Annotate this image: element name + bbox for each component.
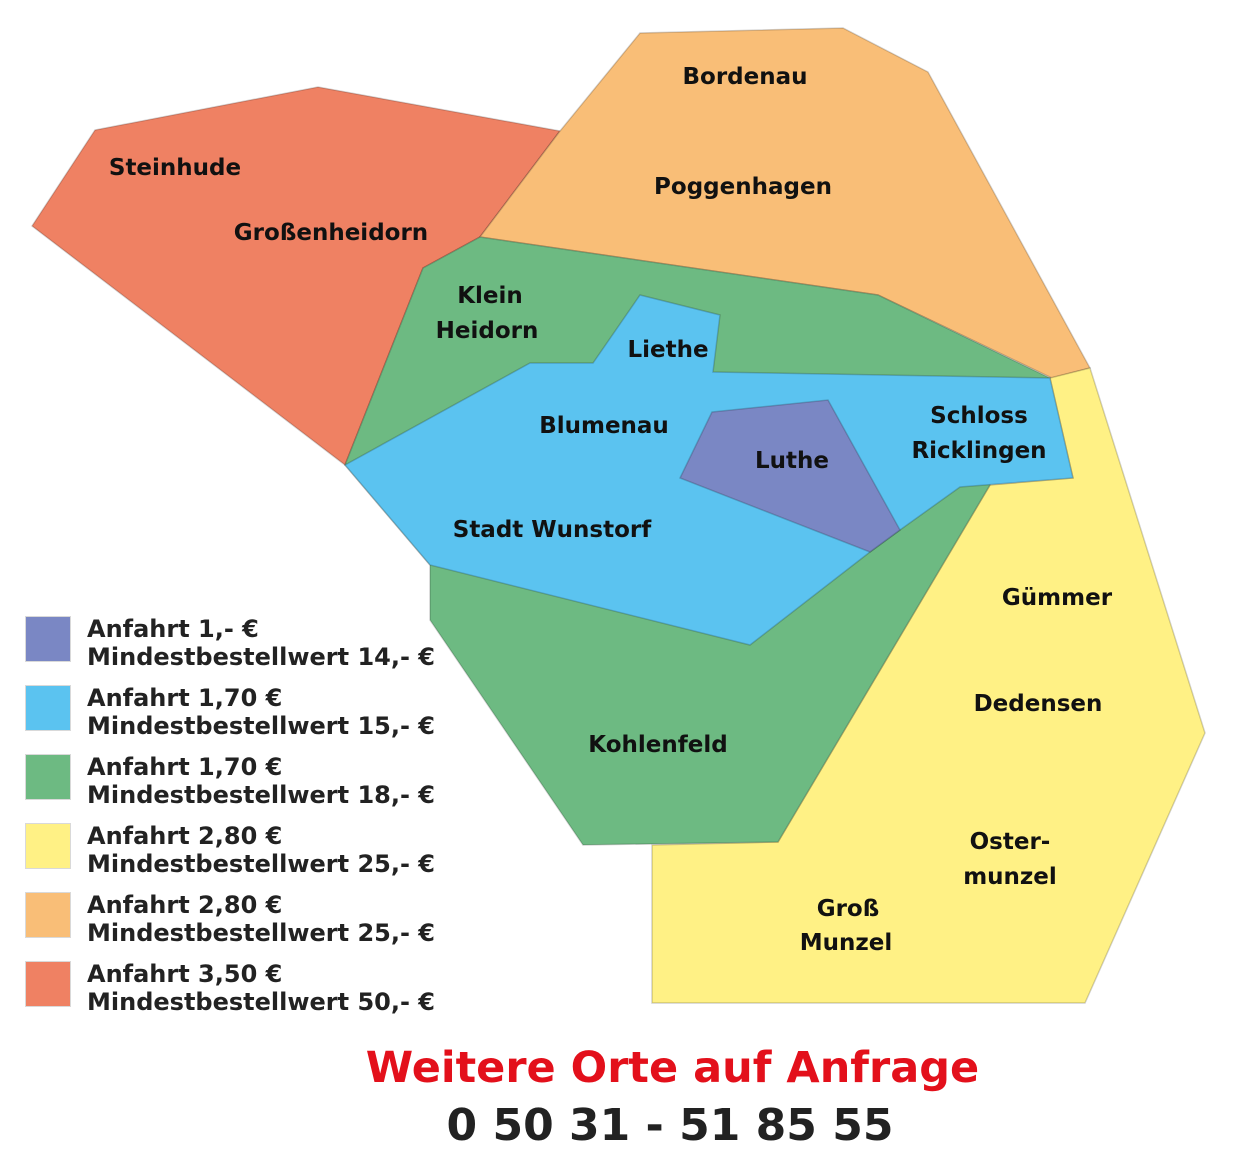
legend-minimum: Mindestbestellwert 50,- €	[87, 988, 435, 1016]
legend-item: Anfahrt 2,80 €Mindestbestellwert 25,- €	[26, 891, 435, 960]
place-stadt-wunstorf: Stadt Wunstorf	[453, 517, 652, 543]
legend: Anfahrt 1,- €Mindestbestellwert 14,- € A…	[26, 615, 435, 1029]
legend-fee: Anfahrt 1,- €	[87, 615, 259, 643]
place-bordenau: Bordenau	[682, 64, 807, 90]
legend-fee: Anfahrt 3,50 €	[87, 960, 283, 988]
legend-swatch-green	[26, 755, 70, 799]
legend-minimum: Mindestbestellwert 15,- €	[87, 712, 435, 740]
legend-item: Anfahrt 1,70 €Mindestbestellwert 18,- €	[26, 753, 435, 822]
place-guemmer: Gümmer	[1002, 585, 1113, 611]
legend-item: Anfahrt 1,70 €Mindestbestellwert 15,- €	[26, 684, 435, 753]
legend-fee: Anfahrt 1,70 €	[87, 753, 283, 781]
place-ostermunzel-1: Oster-	[970, 829, 1051, 855]
legend-minimum: Mindestbestellwert 25,- €	[87, 919, 435, 947]
place-luthe: Luthe	[755, 448, 829, 474]
place-kohlenfeld: Kohlenfeld	[588, 732, 727, 758]
zone-purple	[678, 399, 901, 553]
place-schloss-ricklingen-2: Ricklingen	[911, 438, 1046, 464]
place-gross-munzel-2: Munzel	[800, 930, 893, 956]
place-schloss-ricklingen-1: Schloss	[930, 403, 1028, 429]
place-gross-munzel-1: Groß	[817, 896, 880, 922]
place-ostermunzel-2: munzel	[963, 864, 1057, 890]
zone-yellow	[651, 367, 1206, 1004]
more-places-note: Weitere Orte auf Anfrage	[365, 1043, 980, 1093]
place-liethe: Liethe	[627, 337, 708, 363]
legend-item: Anfahrt 1,- €Mindestbestellwert 14,- €	[26, 615, 435, 684]
legend-swatch-blue	[26, 686, 70, 730]
legend-item: Anfahrt 2,80 €Mindestbestellwert 25,- €	[26, 822, 435, 891]
legend-minimum: Mindestbestellwert 25,- €	[87, 850, 435, 878]
legend-fee: Anfahrt 1,70 €	[87, 684, 283, 712]
legend-swatch-orange	[26, 893, 70, 937]
place-poggenhagen: Poggenhagen	[654, 174, 832, 200]
legend-fee: Anfahrt 2,80 €	[87, 822, 283, 850]
place-blumenau: Blumenau	[539, 413, 669, 439]
legend-minimum: Mindestbestellwert 14,- €	[87, 643, 435, 671]
legend-item: Anfahrt 3,50 €Mindestbestellwert 50,- €	[26, 960, 435, 1029]
place-klein-heidorn-2: Heidorn	[436, 318, 539, 344]
zone-orange	[478, 27, 1092, 379]
place-dedensen: Dedensen	[974, 691, 1103, 717]
legend-swatch-red	[26, 962, 70, 1006]
legend-fee: Anfahrt 2,80 €	[87, 891, 283, 919]
legend-minimum: Mindestbestellwert 18,- €	[87, 781, 435, 809]
place-steinhude: Steinhude	[109, 155, 241, 181]
place-klein-heidorn-1: Klein	[457, 283, 523, 309]
legend-swatch-yellow	[26, 824, 70, 868]
phone-number: 0 50 31 - 51 85 55	[446, 1100, 894, 1151]
place-grossenheidorn: Großenheidorn	[234, 220, 428, 246]
legend-swatch-purple	[26, 617, 70, 661]
